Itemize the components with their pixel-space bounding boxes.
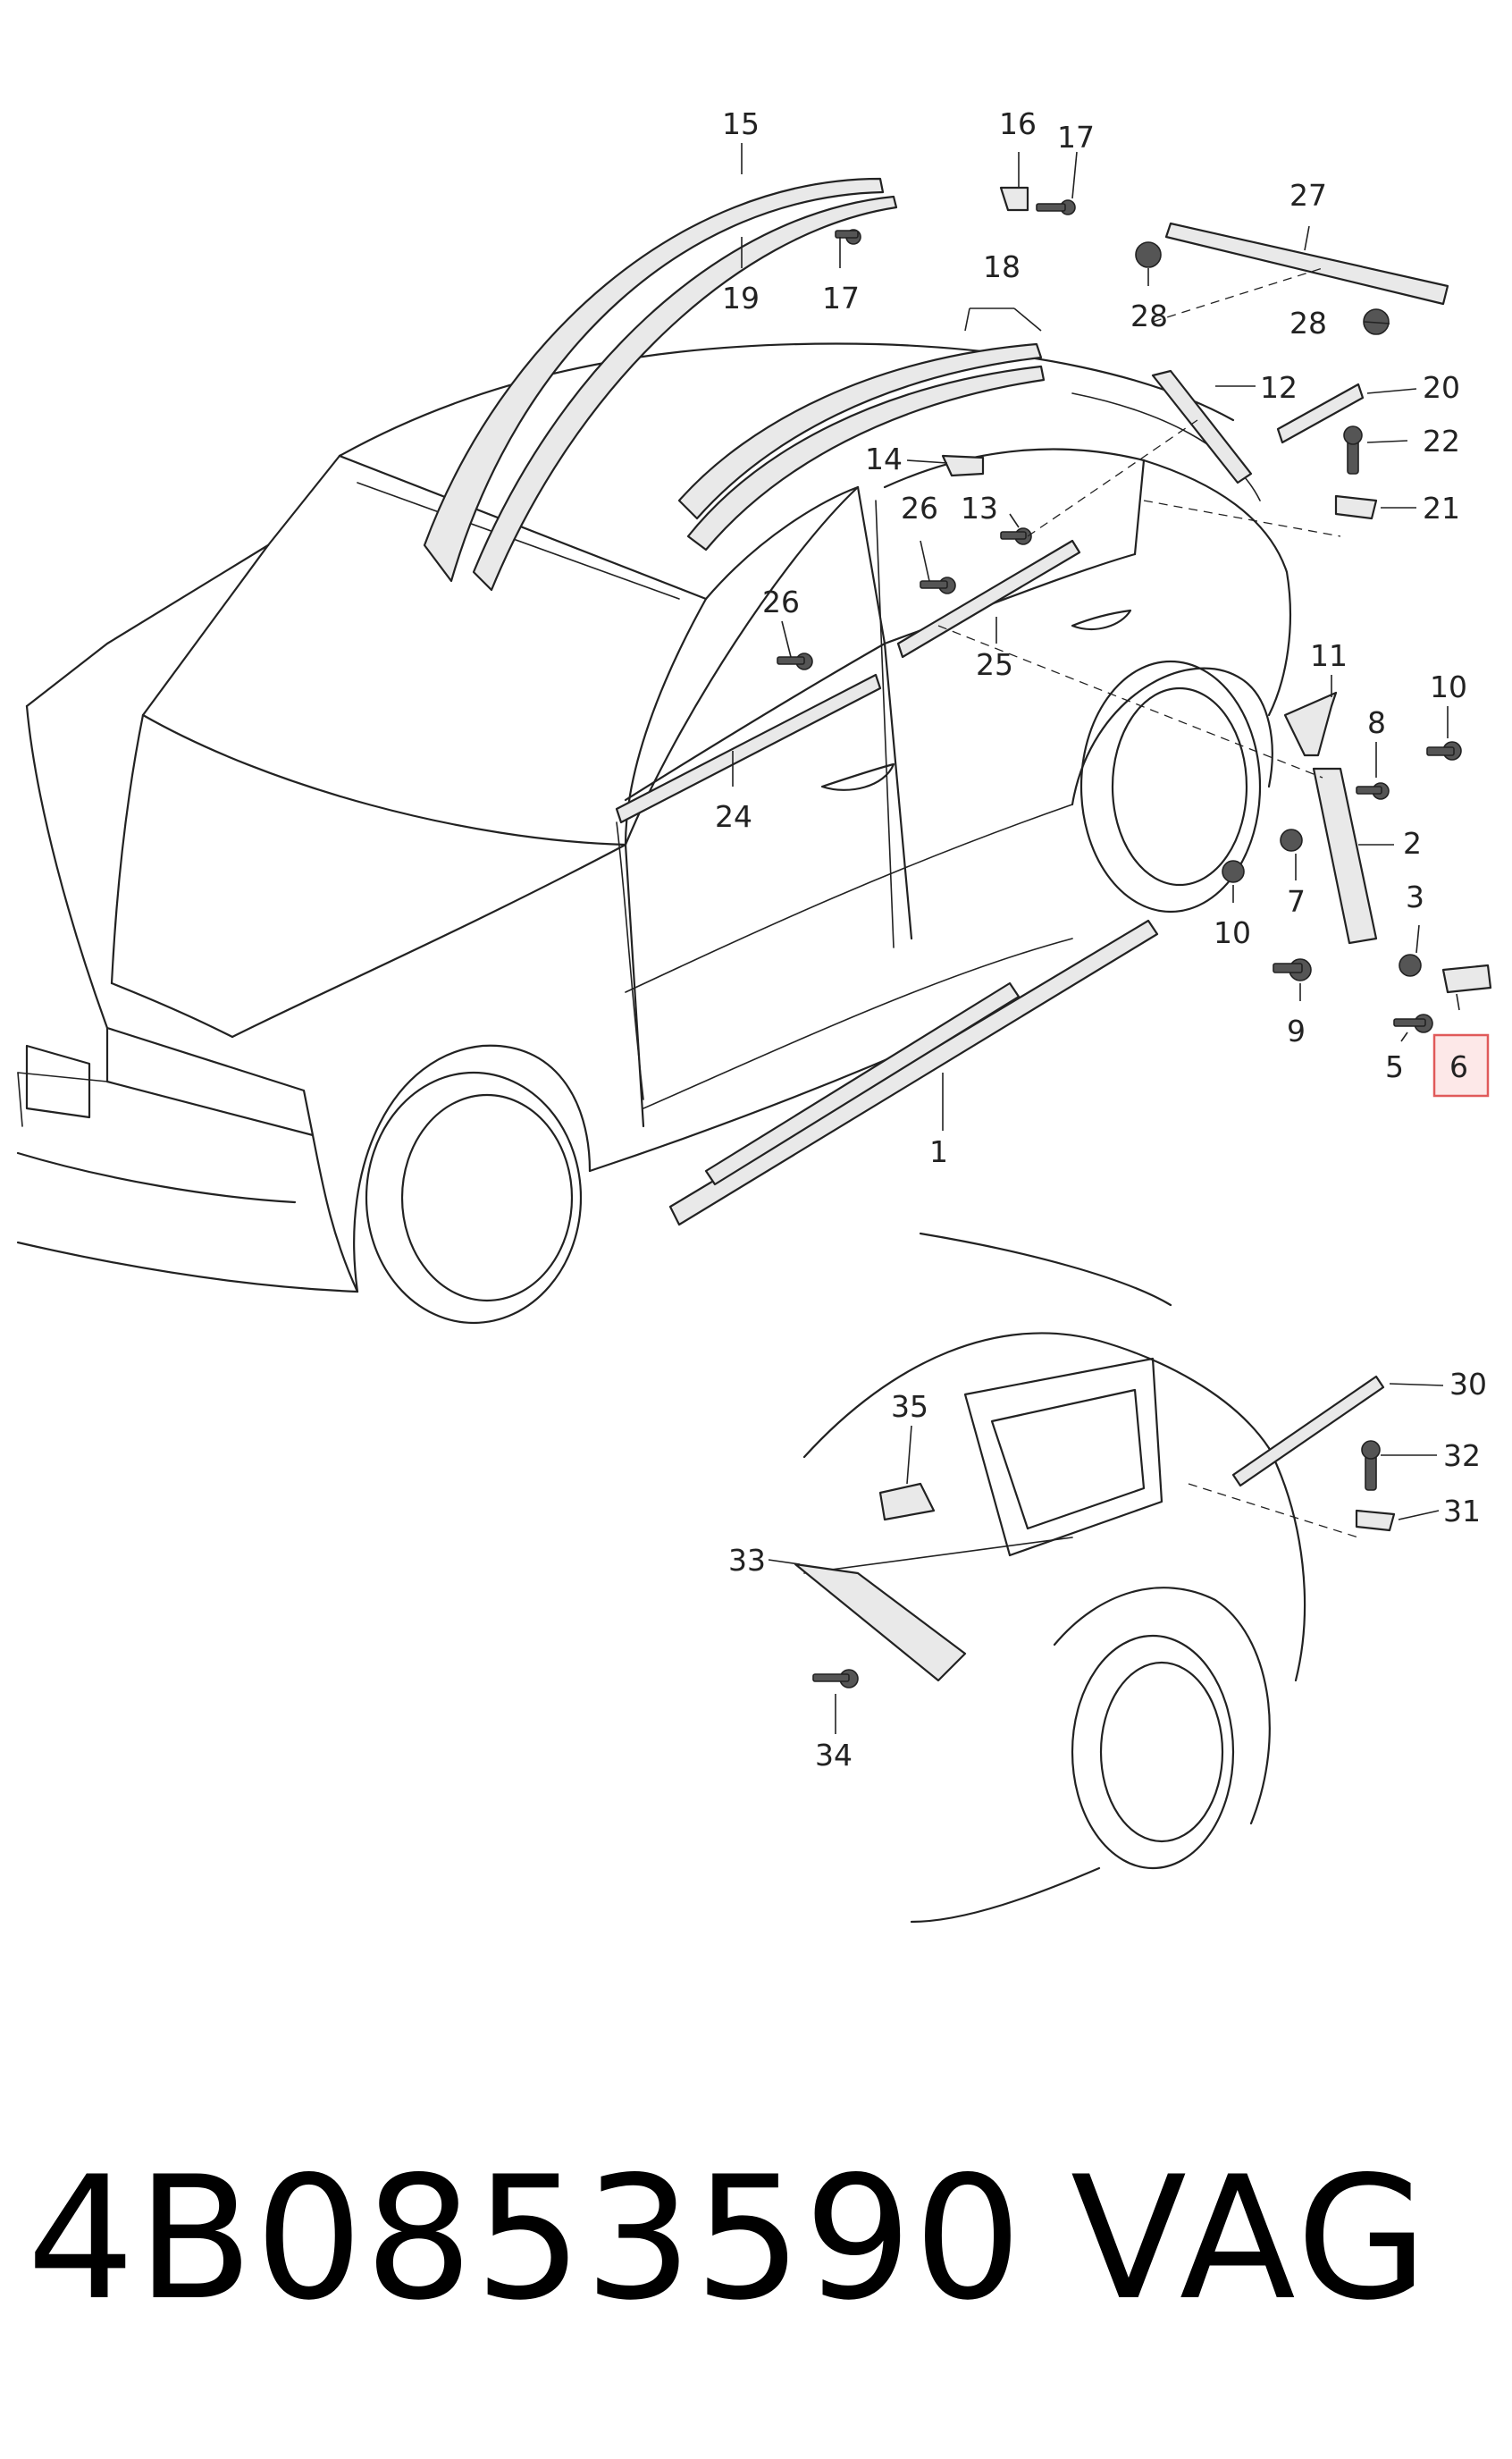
callout-17-lower: 17 [822, 281, 860, 316]
callout-28-lower: 28 [1289, 306, 1327, 341]
callout-10-upper: 10 [1430, 669, 1467, 704]
callout-16: 16 [999, 106, 1037, 141]
callout-labels: 1 2 3 5 6 7 8 9 10 10 11 12 13 14 15 16 … [715, 106, 1487, 1773]
callout-13: 13 [961, 491, 998, 526]
reference-lines [937, 267, 1341, 779]
callout-31: 31 [1443, 1494, 1481, 1528]
callout-28-upper: 28 [1130, 299, 1168, 333]
rear-car-inset [794, 1232, 1396, 1924]
callout-5: 5 [1385, 1049, 1404, 1084]
callout-3: 3 [1406, 880, 1424, 914]
callout-11: 11 [1310, 638, 1348, 673]
callout-12: 12 [1260, 370, 1298, 405]
exploded-parts-diagram: 1 2 3 5 6 7 8 9 10 10 11 12 13 14 15 16 … [16, 106, 1492, 1924]
callout-7: 7 [1287, 884, 1306, 919]
callout-6: 6 [1449, 1049, 1468, 1084]
callout-10-lower: 10 [1214, 915, 1251, 950]
callout-18: 18 [983, 249, 1021, 284]
leader-lines [732, 143, 1460, 1734]
callout-8: 8 [1367, 705, 1386, 740]
callout-20: 20 [1423, 370, 1460, 405]
callout-17-upper: 17 [1057, 120, 1095, 155]
callout-14: 14 [865, 442, 903, 476]
callout-1: 1 [929, 1134, 948, 1169]
callout-21: 21 [1423, 491, 1460, 526]
callout-9: 9 [1287, 1014, 1306, 1048]
caption-bar: 4B0853590 VAG [27, 2123, 1492, 2355]
callout-34: 34 [815, 1738, 853, 1773]
callout-35: 35 [891, 1389, 928, 1424]
callout-2: 2 [1403, 826, 1422, 861]
callout-6-highlight [1432, 1033, 1490, 1098]
callout-32: 32 [1443, 1438, 1481, 1473]
callout-15: 15 [722, 106, 760, 141]
parts [423, 177, 1492, 1226]
callout-25: 25 [976, 647, 1013, 682]
callout-24: 24 [715, 799, 752, 834]
callout-27: 27 [1289, 178, 1327, 213]
callout-33: 33 [728, 1543, 766, 1578]
callout-26-lower: 26 [762, 585, 800, 619]
callout-22: 22 [1423, 424, 1460, 459]
callout-30: 30 [1449, 1367, 1487, 1402]
callout-19: 19 [722, 281, 760, 316]
brand-label: VAG [1071, 2140, 1432, 2337]
car-body-outline [16, 342, 1291, 1325]
part-number-label: 4B0853590 [27, 2140, 1024, 2337]
callout-26-upper: 26 [901, 491, 938, 526]
